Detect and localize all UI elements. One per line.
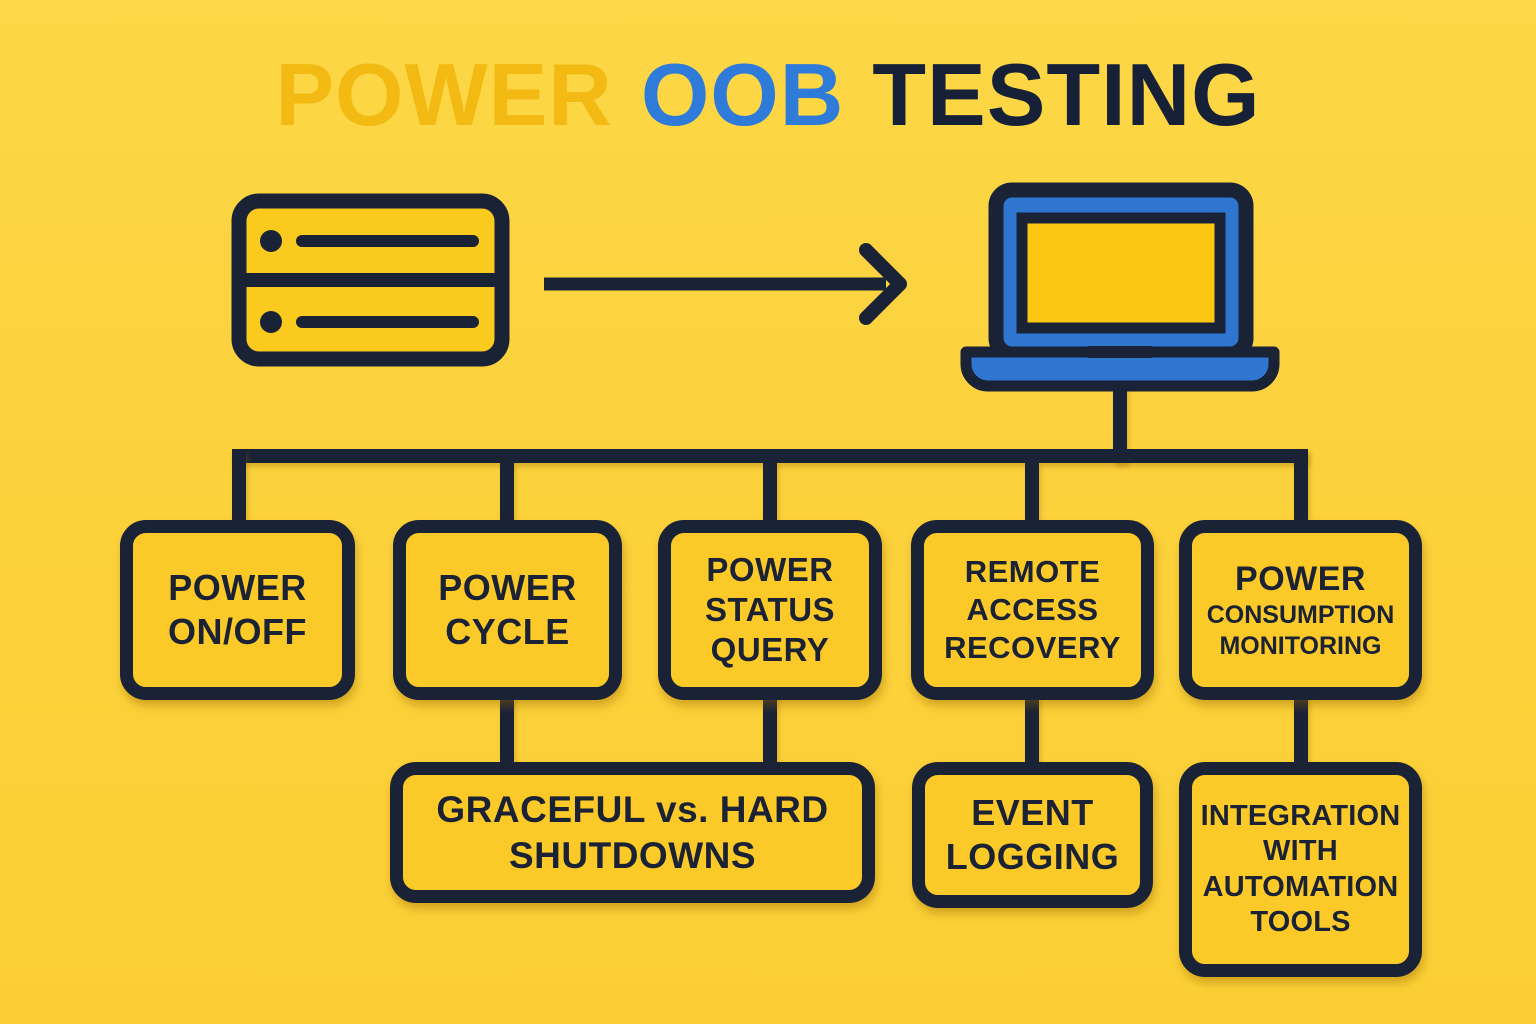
node-label-line: RECOVERY	[944, 629, 1121, 665]
connector-cycle-to-shutdowns	[500, 690, 514, 775]
node-label-line: CYCLE	[445, 611, 570, 652]
server-slot-bottom	[296, 316, 479, 328]
title-word-power: POWER	[275, 45, 613, 144]
server-led-bottom	[260, 311, 282, 333]
node-label-line: STATUS	[704, 590, 836, 628]
server-slot-top	[296, 235, 479, 247]
node-label-line: POWER	[168, 567, 307, 609]
node-label-line: WITH	[1263, 835, 1338, 868]
server-led-top	[260, 230, 282, 252]
laptop-base	[960, 346, 1280, 392]
node-label-line: POWER	[706, 550, 834, 588]
connector-drop-remote-access-recovery	[1025, 461, 1039, 530]
connector-query-to-shutdowns	[763, 690, 777, 775]
server-divider	[239, 273, 502, 287]
connector-remote-to-event-logging	[1025, 690, 1039, 775]
connector-laptop-stem	[1113, 386, 1127, 463]
node-integration-with-automation-tools: INTEGRATION WITH AUTOMATION TOOLS	[1179, 762, 1422, 977]
node-remote-access-recovery: REMOTE ACCESS RECOVERY	[911, 520, 1154, 700]
node-event-logging: EVENT LOGGING	[912, 762, 1153, 908]
laptop-icon	[960, 182, 1280, 392]
node-label-line: ON/OFF	[168, 611, 307, 652]
server-rack-icon	[231, 193, 510, 367]
node-power-on-off: POWER ON/OFF	[120, 520, 355, 700]
node-label-line: TOOLS	[1250, 905, 1351, 938]
title-word-oob: OOB	[640, 45, 845, 144]
node-label-line: CONSUMPTION	[1206, 601, 1395, 630]
node-label-line: AUTOMATION	[1202, 870, 1399, 903]
connector-drop-power-cycle	[500, 461, 514, 530]
node-label-line: GRACEFUL vs. HARD	[436, 789, 829, 831]
connector-drop-power-status-query	[763, 461, 777, 530]
node-label-line: SHUTDOWNS	[508, 834, 757, 876]
node-power-consumption-monitoring: POWER CONSUMPTION MONITORING	[1179, 520, 1422, 700]
title-word-testing: TESTING	[872, 45, 1261, 144]
connector-drop-power-consumption	[1294, 449, 1308, 530]
node-label-line: EVENT	[971, 792, 1094, 834]
connector-bus	[232, 449, 1308, 463]
node-power-status-query: POWER STATUS QUERY	[658, 520, 882, 700]
node-label-line: POWER	[438, 567, 577, 609]
node-label-line: ACCESS	[966, 592, 1099, 628]
node-label-line: QUERY	[710, 631, 830, 669]
node-label-line: INTEGRATION	[1200, 799, 1401, 832]
node-power-cycle: POWER CYCLE	[393, 520, 622, 700]
node-label-line: LOGGING	[945, 836, 1120, 877]
connector-drop-power-on-off	[232, 449, 246, 530]
arrow-head	[859, 243, 907, 325]
node-label-line: POWER	[1235, 559, 1366, 598]
laptop-screen	[1016, 212, 1226, 334]
page-title: POWER OOB TESTING	[0, 44, 1536, 146]
arrow-right-icon	[544, 243, 907, 325]
connector-consumption-to-integration	[1294, 690, 1308, 775]
laptop-base-notch	[1086, 346, 1154, 358]
node-label-line: REMOTE	[964, 554, 1101, 590]
node-graceful-vs-hard-shutdowns: GRACEFUL vs. HARD SHUTDOWNS	[390, 762, 875, 903]
node-label-line: MONITORING	[1219, 631, 1382, 660]
